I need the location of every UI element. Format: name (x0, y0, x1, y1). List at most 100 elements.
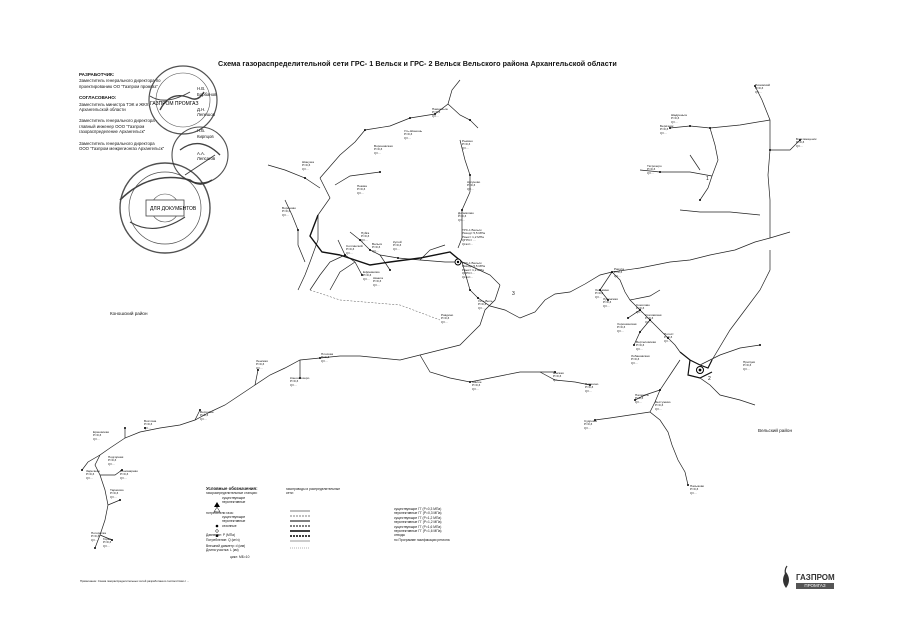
pipeline-trunk-grs1 (309, 214, 463, 266)
settlement-label: Солгинский Р=0,3 Q=... (346, 244, 363, 255)
settlement-label: Вельск Р=0,3 Q=... (372, 242, 382, 253)
region-velsk: Вельский район (758, 428, 793, 433)
agreed-1-role: Заместитель министра ТЭК и ЖКХ Архангель… (79, 101, 149, 113)
settlement-label: Лукинская Р=0,3 Q=... (603, 297, 618, 308)
legend-pipe-6: перспективные ГГ (Р=1,6 МПа) (394, 529, 442, 534)
settlement-label: Рыкино Р=0,3 Q=... (462, 139, 473, 150)
settlement-label: Пежма Р=0,3 Q=... (357, 184, 367, 195)
official-stamp-1 (148, 65, 218, 135)
settlement-label: Заречная Р=0,3 Q=... (86, 469, 100, 480)
agreed-2-name: Н.Б. Кирпцов (197, 128, 214, 139)
settlement-label: Вохтома Р=0,3 Q=... (144, 419, 157, 430)
settlement-label: Судрома Р=0,3 Q=... (584, 419, 597, 430)
legend-flow: Потребление: Q (м³/ч) (206, 537, 240, 542)
settlement-label: Шадреньга Р=0,3 Q=... (671, 113, 687, 124)
agreed-3-name: А.А. Лепсагов (197, 150, 216, 162)
legend-header: Условные обозначения: (206, 486, 258, 491)
legend-nodes-header: потребители газа: (206, 510, 234, 515)
settlement-label: Ракула Р=0,3 Q=... (614, 267, 625, 278)
settlement-label: Шонуша Р=0,3 Q=... (302, 160, 315, 171)
pipeline-velsk-cluster (679, 351, 713, 379)
developer-name: Н.В. Барбанов (197, 86, 217, 97)
legend-pipe-3: существующие ГГ (Р=1,2 МПа) (394, 515, 442, 520)
legend-pipe-8: по Программе газификации региона (394, 537, 450, 542)
legend-pipes-header: газопроводы и распределительные сети: (286, 487, 341, 496)
legend-pipe-7: отводы (394, 533, 406, 538)
region-konosha: Коношский район (110, 311, 148, 316)
legend-station-existing: существующие (222, 495, 246, 500)
marker-1: 1 (706, 176, 709, 182)
legend: Условные обозначения: газораспределитель… (206, 486, 506, 587)
settlement-label: Вороново Р=0,3 Q=... (282, 206, 296, 217)
settlement-label: Горки Р=0,3 Q=... (103, 537, 112, 548)
official-stamp-2 (119, 162, 213, 254)
legend-node-2: перспективные (222, 519, 246, 524)
settlement-label: Кулой Р=0,3 Q=... (393, 240, 402, 251)
settlement-label: Пакшеньга Р=0,3 Q=... (432, 107, 448, 118)
pipeline-middle (461, 231, 791, 353)
grs-station-1[interactable] (454, 258, 462, 266)
settlement-label: Ефремково Р=0,3 Q=... (363, 270, 380, 281)
approval-block: РАЗРАБОТЧИК: Заместитель генерального ди… (79, 72, 279, 161)
legend-stations-header: газораспределительные станции: (206, 491, 258, 496)
gazprom-logo-icon (783, 565, 789, 588)
legend-pipe-1: существующие ГГ (Р=0,3 МПа) (394, 507, 442, 511)
marker-3: 3 (512, 291, 515, 297)
pipeline-south-west (81, 284, 591, 549)
logo-sub: ПРОМГАЗ (796, 583, 834, 589)
settlement-label: Ямская Р=0,3 Q=... (553, 371, 564, 382)
settlement-label: Хорошинская Р=0,3 Q=... (617, 322, 637, 333)
settlement-label: Коношеозеро Р=0,3 Q=... (290, 376, 310, 387)
legend-press: Давление: Р (МПа) (206, 533, 236, 538)
legend-node-1: существующие (222, 515, 246, 520)
settlement-label: Ровдино Р=0,3 Q=... (441, 313, 454, 324)
settlement-label: Ершовская Р=0,3 Q=... (93, 430, 109, 441)
gazprom-logo: ГАЗПРОМ ПРОМГАЗ (778, 570, 838, 592)
settlement-label: Тарасово Р=0,3 Q=... (110, 488, 124, 499)
logo-name: ГАЗПРОМ (796, 573, 835, 582)
settlement-label: Лобановская Р=0,3 Q=... (631, 354, 650, 365)
grs1-info: ГРС-1 Вельск Рвход= 5,5 МПа Рвых= 1,2 МП… (462, 228, 486, 246)
settlement-label: Паленьга Р=0,3 Q=... (635, 393, 649, 404)
settlement-label: Тёгрозеро Р=0,3 Q=... (647, 164, 662, 175)
settlement-label: Пасыково Р=0,3 Q=... (690, 484, 705, 495)
settlement-label: Погост Р=0,3 Q=... (664, 332, 674, 343)
district-boundary (309, 289, 441, 321)
settlement-label: Авнега Р=0,3 Q=... (373, 276, 383, 287)
marker-2: 2 (708, 376, 711, 382)
developer-role: Заместитель генерального директора по пр… (79, 78, 161, 89)
consumer-nodes (81, 85, 801, 549)
agreed-2-role: Заместитель генерального директора - гла… (79, 118, 158, 135)
settlement-label: Вертеловская Р=0,3 Q=... (636, 340, 656, 351)
agreed-header: СОГЛАСОВАНО: (79, 95, 117, 101)
settlement-label: Соколово Р=0,3 Q=... (636, 303, 650, 314)
legend-pipe-2: перспективные ГГ (Р=0,3 МПа) (394, 511, 442, 516)
settlement-label: Козловская Р=0,3 Q=... (645, 313, 662, 324)
settlement-label: Усть-Вель Р=0,3 Q=... (478, 299, 493, 310)
grs2-info: ГРС-1 Вельск Рвход= 5,5 МПа Рвых= 1,2 МП… (462, 261, 486, 279)
footnote: Примечание: Схема газораспределительных … (80, 579, 190, 583)
legend-station-planned: перспективные (222, 500, 246, 505)
stamp-1-text: ГАЗПРОМ ПРОМГАЗ (150, 101, 198, 107)
legend-node-3: сезонные (222, 523, 237, 528)
settlement-label: Погорелка Р=0,3 Q=... (91, 531, 107, 542)
pipeline-north-east (639, 85, 801, 238)
settlement-label: Аргуново Р=0,3 Q=... (467, 180, 481, 191)
grs-station-2[interactable] (696, 366, 704, 374)
legend-pipe-4: перспективные ГГ (Р=1,2 МПа) (394, 520, 442, 525)
map-title: Схема газораспределительной сети ГРС- 1 … (218, 59, 617, 68)
settlement-label: Подгорная Р=0,3 Q=... (108, 455, 124, 466)
settlement-label: Хозьмино Р=0,3 Q=... (595, 288, 610, 299)
settlement-label: Ленская Р=0,3 Q=... (256, 359, 268, 370)
settlement-label: Малое Р=0,3 Q=... (472, 380, 482, 391)
settlement-label: Низовский Р=0,3 Q=... (755, 83, 771, 94)
legend-scale: цикл: МБ=10 (230, 554, 250, 559)
settlement-label: Бестужево Р=0,3 Q=... (655, 400, 671, 411)
settlement-label: Вороновская Р=0,3 Q=... (374, 144, 393, 155)
settlement-label: Уть-Шоношь Р=0,3 Q=... (404, 129, 423, 140)
settlement-label: Долматово Р=0,3 Q=... (458, 211, 474, 222)
legend-symbols (213, 502, 310, 549)
agreed-3-role: Заместитель генерального директора ООО "… (79, 140, 165, 152)
settlement-label: Благовещенск Р=0,3 Q=... (796, 137, 817, 148)
